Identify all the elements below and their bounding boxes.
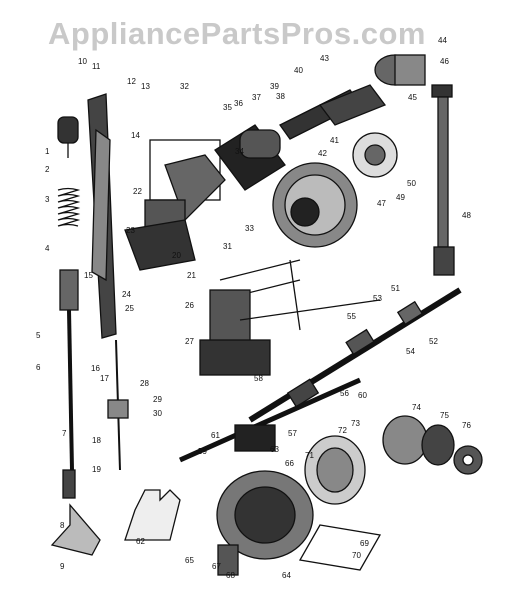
part-label-9: 9 <box>60 562 65 571</box>
part-label-54: 54 <box>406 347 415 356</box>
feed-dog-comb <box>124 489 181 541</box>
part-label-50: 50 <box>407 179 416 188</box>
part-label-53: 53 <box>373 294 382 303</box>
part-label-62: 62 <box>136 537 145 546</box>
vertical-shaft <box>431 84 455 276</box>
part-label-39: 39 <box>270 82 279 91</box>
part-label-19: 19 <box>92 465 101 474</box>
part-label-26: 26 <box>185 301 194 310</box>
part-label-22: 22 <box>133 187 142 196</box>
part-label-43: 43 <box>320 54 329 63</box>
part-label-17: 17 <box>100 374 109 383</box>
tension-assembly <box>124 139 226 271</box>
part-label-45: 45 <box>408 93 417 102</box>
part-label-64: 64 <box>282 571 291 580</box>
part-label-37: 37 <box>252 93 261 102</box>
hook-parts <box>382 415 483 475</box>
part-label-23: 23 <box>126 226 135 235</box>
part-label-49: 49 <box>396 193 405 202</box>
part-label-60: 60 <box>358 391 367 400</box>
part-label-48: 48 <box>462 211 471 220</box>
part-label-15: 15 <box>84 271 93 280</box>
part-label-57: 57 <box>288 429 297 438</box>
part-label-56: 56 <box>340 389 349 398</box>
part-label-46: 46 <box>440 57 449 66</box>
part-label-70: 70 <box>352 551 361 560</box>
needle-bar-link <box>87 93 129 471</box>
part-label-36: 36 <box>234 99 243 108</box>
part-label-12: 12 <box>127 77 136 86</box>
part-label-24: 24 <box>122 290 131 299</box>
thumb-screw <box>57 116 79 158</box>
part-label-20: 20 <box>172 251 181 260</box>
part-label-41: 41 <box>330 136 339 145</box>
part-label-52: 52 <box>429 337 438 346</box>
part-label-71: 71 <box>305 451 314 460</box>
part-label-31: 31 <box>223 242 232 251</box>
part-label-55: 55 <box>347 312 356 321</box>
part-label-65: 65 <box>185 556 194 565</box>
part-label-16: 16 <box>91 364 100 373</box>
part-label-10: 10 <box>78 57 87 66</box>
lower-shaft <box>178 377 366 560</box>
part-label-30: 30 <box>153 409 162 418</box>
part-label-27: 27 <box>185 337 194 346</box>
part-label-35: 35 <box>223 103 232 112</box>
part-label-7: 7 <box>62 429 67 438</box>
part-label-74: 74 <box>412 403 421 412</box>
part-label-73: 73 <box>351 419 360 428</box>
part-label-21: 21 <box>187 271 196 280</box>
part-label-6: 6 <box>36 363 41 372</box>
part-label-2: 2 <box>45 165 50 174</box>
part-label-32: 32 <box>180 82 189 91</box>
part-label-69: 69 <box>360 539 369 548</box>
part-label-40: 40 <box>294 66 303 75</box>
part-label-3: 3 <box>45 195 50 204</box>
part-label-59: 59 <box>198 447 207 456</box>
presser-bar <box>50 269 101 556</box>
part-label-28: 28 <box>140 379 149 388</box>
spring <box>57 187 81 227</box>
part-label-18: 18 <box>92 436 101 445</box>
part-label-1: 1 <box>45 147 50 156</box>
part-label-44: 44 <box>438 36 447 45</box>
handwheel-assembly <box>318 54 426 178</box>
part-label-47: 47 <box>377 199 386 208</box>
part-label-34: 34 <box>235 147 244 156</box>
part-label-14: 14 <box>131 131 140 140</box>
part-label-38: 38 <box>276 92 285 101</box>
part-label-4: 4 <box>45 244 50 253</box>
watermark: AppliancePartsPros.com <box>48 16 426 51</box>
part-label-75: 75 <box>440 411 449 420</box>
part-label-42: 42 <box>318 149 327 158</box>
bobbin-winder <box>214 89 361 248</box>
part-label-33: 33 <box>245 224 254 233</box>
part-label-68: 68 <box>226 571 235 580</box>
main-shaft <box>248 287 462 423</box>
part-label-25: 25 <box>125 304 134 313</box>
part-label-5: 5 <box>36 331 41 340</box>
part-label-29: 29 <box>153 395 162 404</box>
part-label-66: 66 <box>285 459 294 468</box>
part-label-67: 67 <box>212 562 221 571</box>
bobbin-case-link <box>217 544 239 576</box>
part-label-76: 76 <box>462 421 471 430</box>
part-label-63: 63 <box>270 445 279 454</box>
part-label-51: 51 <box>391 284 400 293</box>
part-label-72: 72 <box>338 426 347 435</box>
part-label-11: 11 <box>92 62 101 71</box>
part-label-58: 58 <box>254 374 263 383</box>
part-label-61: 61 <box>211 431 220 440</box>
part-label-8: 8 <box>60 521 65 530</box>
feed-mechanism <box>199 259 381 376</box>
part-label-13: 13 <box>141 82 150 91</box>
cam-plate <box>298 524 382 571</box>
